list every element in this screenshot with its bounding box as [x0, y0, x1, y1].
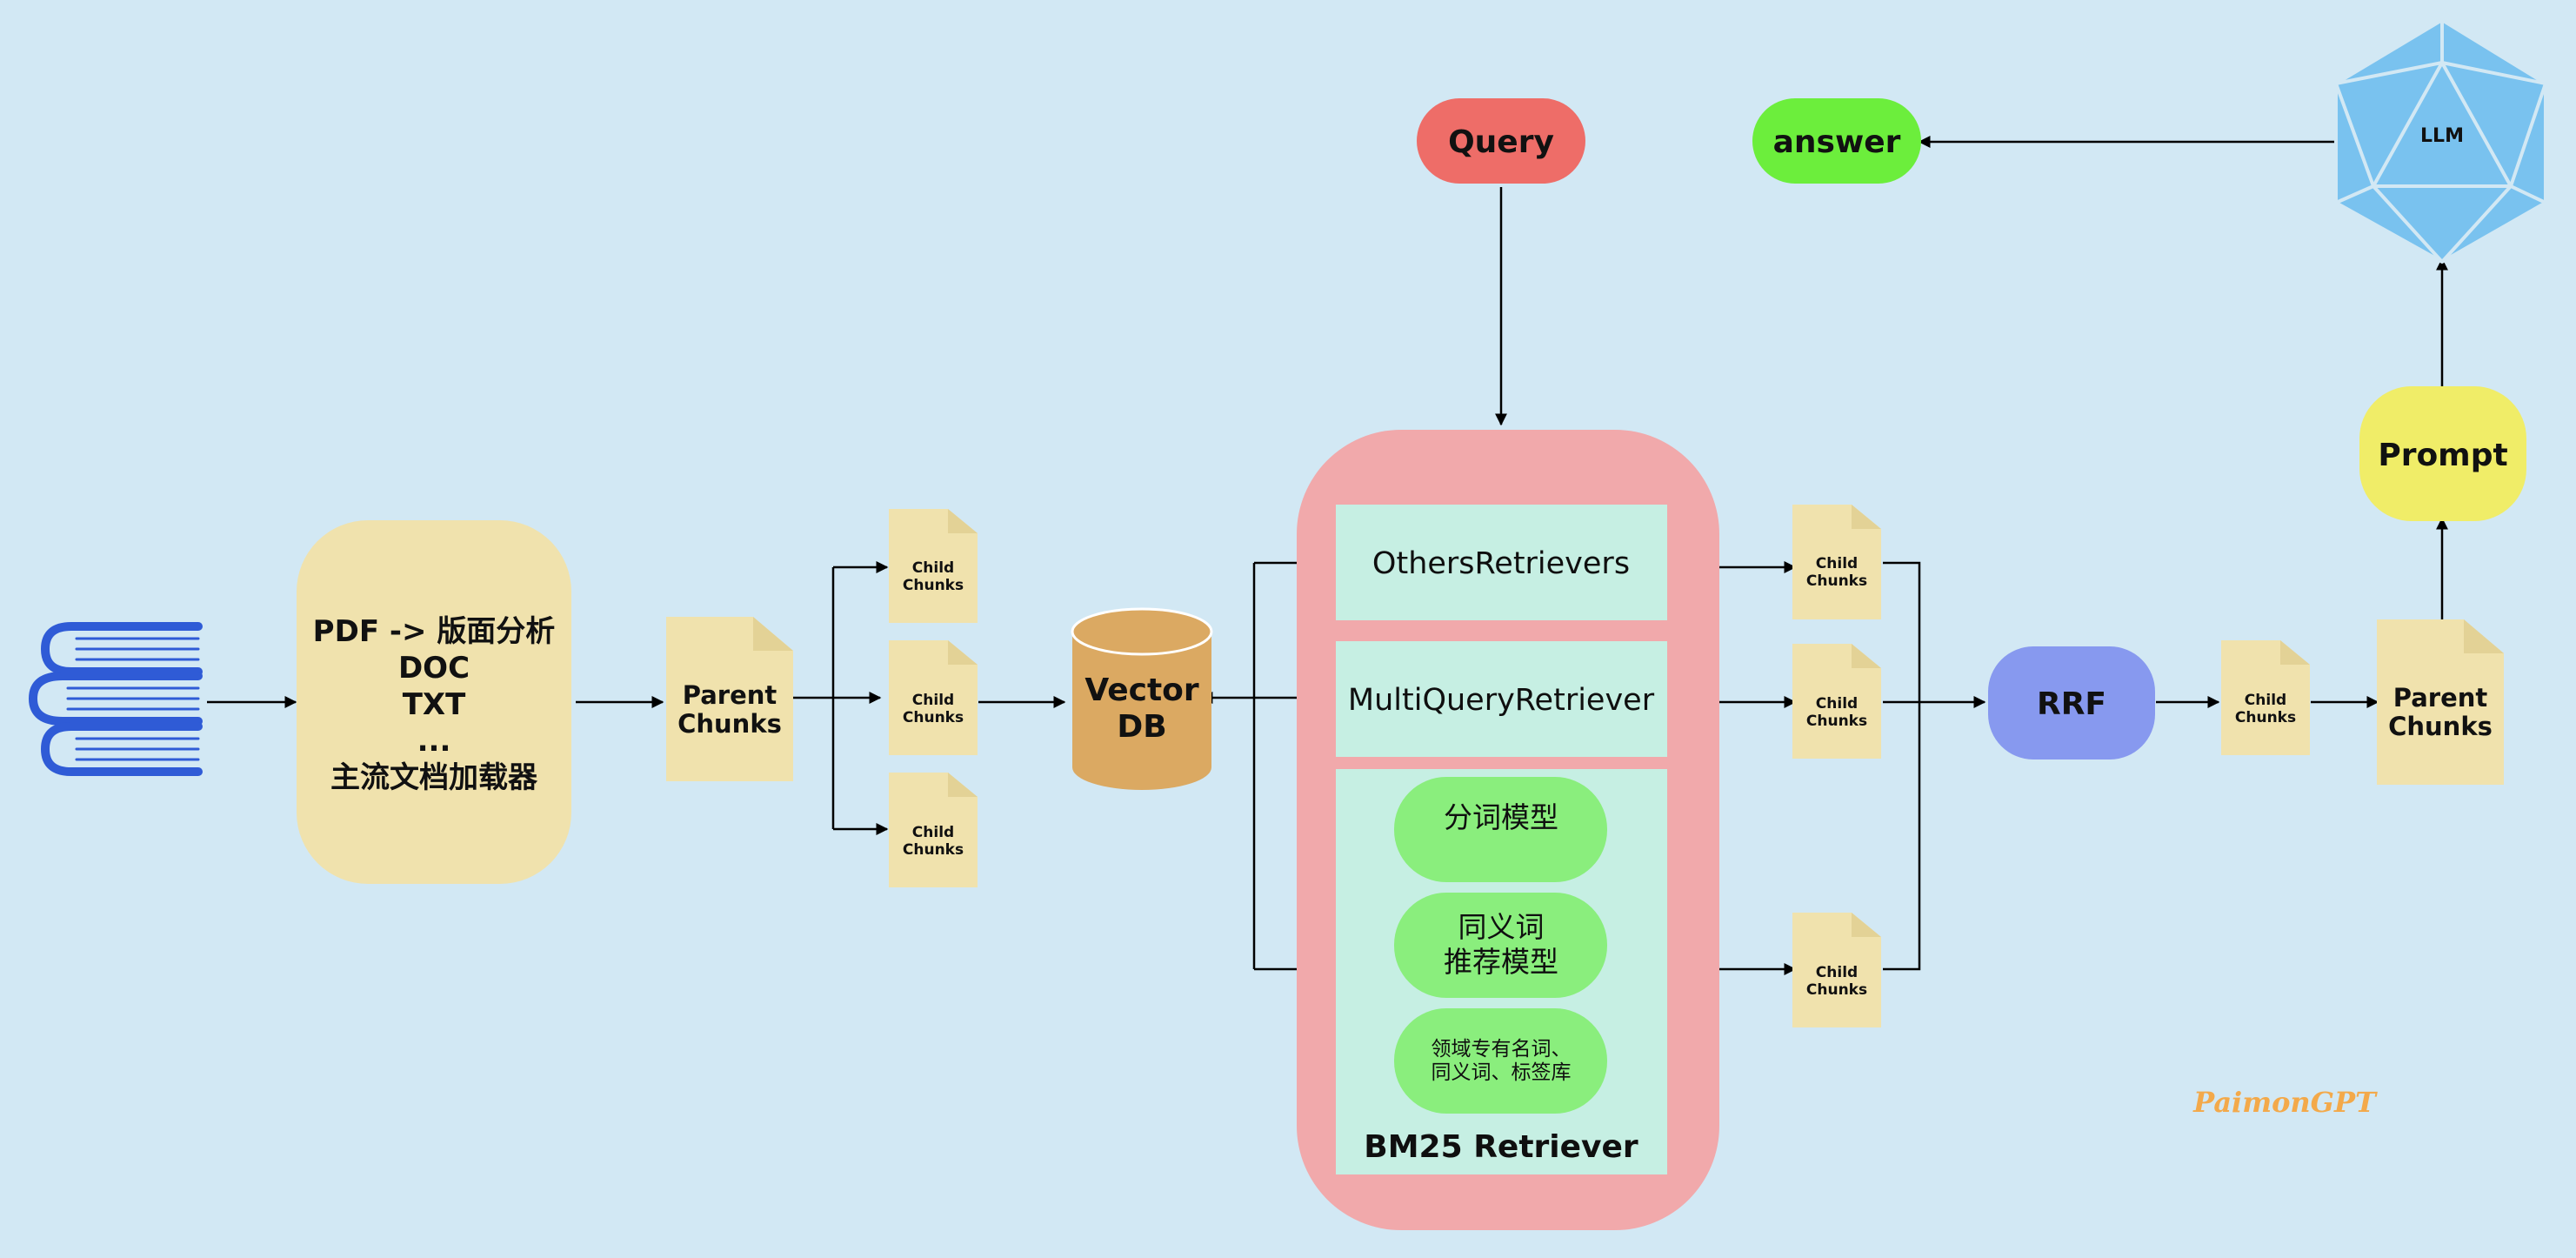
- child-chunks-fused-line1: Child: [2245, 692, 2286, 709]
- loader-line-2: DOC: [398, 651, 470, 686]
- watermark: PaimonGPT: [2192, 1086, 2378, 1119]
- rrf-label: RRF: [2037, 686, 2106, 722]
- icosahedron-icon: LLM: [2334, 18, 2547, 264]
- child-chunks-right-2-line2: Chunks: [1806, 713, 1867, 730]
- child-chunks-right-1-line1: Child: [1816, 555, 1858, 572]
- child-chunks-right-3-line2: Chunks: [1806, 981, 1867, 999]
- books-icon: [28, 622, 203, 776]
- parent-chunks-right-line1: Parent: [2393, 683, 2488, 713]
- child-chunks-fused-line2: Chunks: [2235, 709, 2296, 726]
- loader-line-5: 主流文档加载器: [330, 760, 538, 795]
- prompt-label: Prompt: [2378, 438, 2507, 473]
- query-background: [1417, 98, 1585, 184]
- domain-lexicon-pill: [1394, 1008, 1607, 1114]
- query-node: Query: [1417, 98, 1585, 184]
- child-chunks-right-1-line2: Chunks: [1806, 572, 1867, 590]
- prompt-background: [2359, 386, 2526, 521]
- child-chunks-right-3-line1: Child: [1816, 964, 1858, 981]
- vector-db-cylinder-icon: Vector DB: [1071, 607, 1213, 790]
- child-chunks-right-3-doc-icon: Child Chunks: [1792, 913, 1881, 1027]
- child-chunks-right-2-doc-icon: Child Chunks: [1792, 644, 1881, 759]
- child-chunks-right-1-doc-icon: Child Chunks: [1792, 505, 1881, 619]
- tokenizer-model-label: 分词模型: [1444, 800, 1558, 834]
- child-chunks-left-2-line2: Chunks: [903, 709, 964, 726]
- parent-chunks-left-line1: Parent: [683, 680, 777, 710]
- rrf-background: [1988, 646, 2155, 759]
- child-chunks-left-2-line1: Child: [912, 692, 954, 709]
- child-chunks-left-3-line2: Chunks: [903, 841, 964, 859]
- answer-background: [1752, 98, 1921, 184]
- child-chunks-left-3-line1: Child: [912, 824, 954, 841]
- child-chunks-right-2-line1: Child: [1816, 695, 1858, 713]
- loader-background: [297, 520, 571, 884]
- loader-line-3: TXT: [403, 687, 466, 722]
- rrf-node: RRF: [1988, 646, 2155, 759]
- parent-chunks-right-doc-icon: Parent Chunks: [2377, 619, 2504, 785]
- child-chunks-left-1-line1: Child: [912, 559, 954, 577]
- llm-label: LLM: [2420, 125, 2464, 147]
- child-chunks-left-1-doc-icon: Child Chunks: [889, 509, 978, 623]
- synonym-model-line1: 同义词: [1458, 910, 1545, 944]
- child-chunks-left-2-doc-icon: Child Chunks: [889, 640, 978, 755]
- answer-label: answer: [1773, 124, 1901, 160]
- domain-lexicon-line2: 同义词、标签库: [1431, 1061, 1572, 1084]
- loader-line-1: PDF -> 版面分析: [313, 614, 556, 649]
- answer-node: answer: [1752, 98, 1921, 184]
- loader-line-4: ...: [417, 724, 451, 759]
- vector-db-line1: Vector: [1084, 672, 1199, 708]
- parent-chunks-right-line2: Chunks: [2388, 712, 2493, 741]
- others-retrievers-label: OthersRetrievers: [1372, 546, 1630, 581]
- document-loader-box: PDF -> 版面分析 DOC TXT ... 主流文档加载器: [297, 520, 571, 884]
- multi-query-retriever-box: [1336, 641, 1667, 757]
- connectors: [207, 136, 2448, 975]
- domain-lexicon-line1: 领域专有名词、: [1431, 1038, 1572, 1061]
- child-chunks-fused-doc-icon: Child Chunks: [2221, 640, 2310, 755]
- synonym-model-pill: [1394, 893, 1607, 998]
- others-retrievers-box: [1336, 505, 1667, 620]
- query-label: Query: [1448, 124, 1554, 160]
- merge-line: [1883, 561, 1921, 971]
- parent-chunks-left-line2: Chunks: [677, 709, 782, 739]
- synonym-model-line2: 推荐模型: [1444, 945, 1558, 979]
- multi-query-retriever-label: MultiQueryRetriever: [1348, 683, 1655, 718]
- retrievers-container: OthersRetrievers MultiQueryRetriever 分词模…: [1297, 430, 1719, 1230]
- child-chunks-left-1-line2: Chunks: [903, 577, 964, 594]
- parent-chunks-left-doc-icon: Parent Chunks: [666, 617, 793, 781]
- vector-db-line2: DB: [1117, 709, 1166, 745]
- bm25-retriever-label: BM25 Retriever: [1364, 1129, 1638, 1165]
- prompt-node: Prompt: [2359, 386, 2526, 521]
- child-chunks-left-3-doc-icon: Child Chunks: [889, 773, 978, 887]
- tokenizer-model-pill: [1394, 777, 1607, 882]
